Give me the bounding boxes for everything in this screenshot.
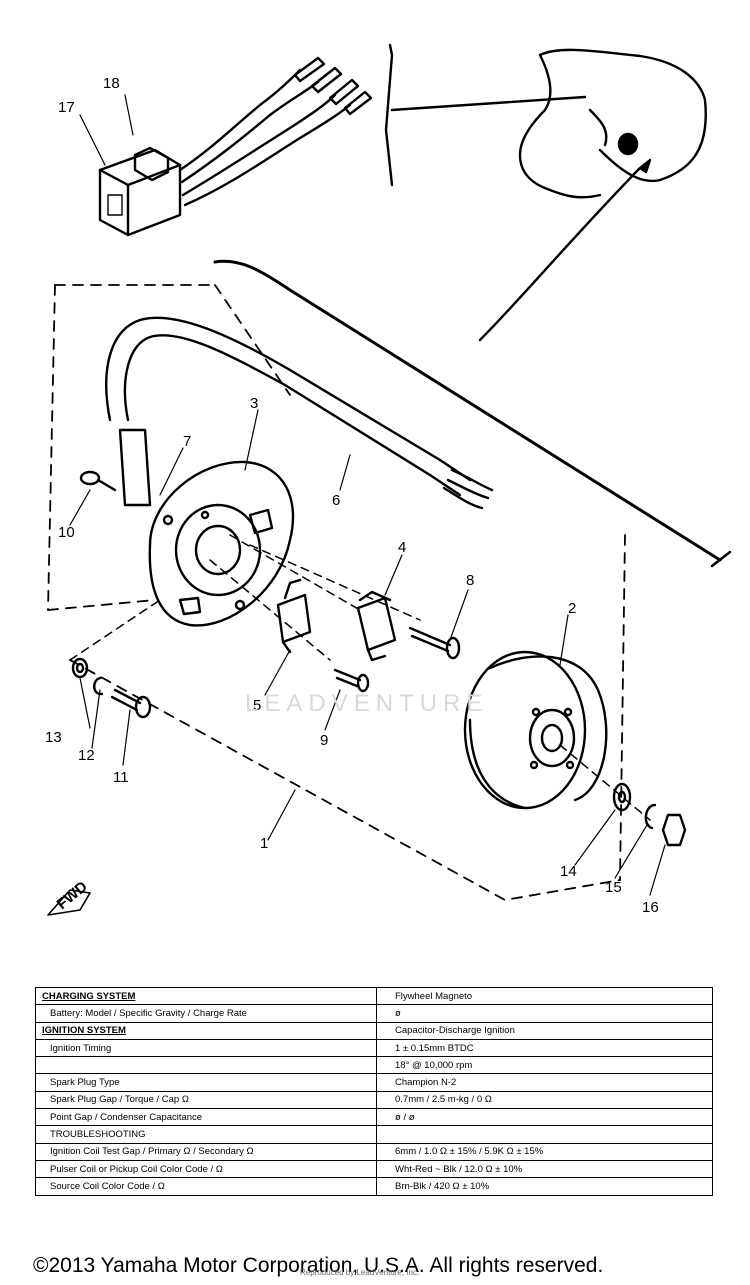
spec-label: Pulser Coil or Pickup Coil Color Code / … — [35, 1159, 377, 1179]
callout-2: 2 — [568, 600, 576, 617]
lock-washer-12 — [93, 676, 104, 696]
callout-10: 10 — [58, 524, 75, 541]
spec-label: Battery: Model / Specific Gravity / Char… — [35, 1004, 377, 1023]
fwd-label: FWD — [54, 878, 91, 913]
screw-11 — [110, 688, 152, 719]
callout-7: 7 — [183, 433, 191, 450]
spec-label — [35, 1056, 377, 1075]
spec-value: 18° @ 10,000 rpm — [376, 1056, 713, 1075]
stator-plate — [148, 460, 295, 627]
callout-5: 5 — [253, 697, 261, 714]
spec-label: IGNITION SYSTEM — [35, 1021, 377, 1040]
callout-12: 12 — [78, 747, 95, 764]
spec-value: ø — [376, 1004, 713, 1023]
assembly-boundary — [47, 284, 626, 901]
pulser-coil — [356, 590, 397, 662]
source-coil — [276, 578, 312, 654]
washer-14 — [612, 782, 632, 812]
callout-17: 17 — [58, 99, 75, 116]
lead-wire-tube — [105, 316, 494, 510]
spec-label: Ignition Timing — [35, 1038, 377, 1058]
spec-label: Point Gap / Condenser Capacitance — [35, 1108, 377, 1127]
screw-9 — [333, 668, 370, 693]
ignition-coil-connector — [98, 56, 373, 237]
spec-label: Spark Plug Type — [35, 1073, 377, 1092]
watermark: LEADVENTURE — [245, 690, 489, 717]
washer-13 — [71, 657, 89, 679]
exploded-parts-diagram: 1 2 3 4 5 6 7 8 9 10 11 12 13 14 15 16 1… — [45, 43, 732, 916]
spec-label: Ignition Coil Test Gap / Primary Ω / Sec… — [35, 1142, 377, 1161]
spec-value: Brn-Blk / 420 Ω ± 10% — [376, 1177, 713, 1196]
callout-6: 6 — [332, 492, 340, 509]
spec-row: Battery: Model / Specific Gravity / Char… — [35, 1004, 713, 1023]
callout-16: 16 — [642, 899, 659, 916]
reproduction-credit: Reproduced by LeadVenture, Inc. — [300, 1268, 420, 1277]
nut-16 — [661, 813, 687, 847]
callout-15: 15 — [605, 879, 622, 896]
spec-value: Capacitor-Discharge Ignition — [376, 1021, 713, 1040]
screw-8 — [408, 626, 461, 660]
callout-13: 13 — [45, 729, 62, 746]
spec-row: TROUBLESHOOTING — [35, 1125, 713, 1144]
spec-value: Flywheel Magneto — [376, 986, 713, 1006]
spec-value: Champion N-2 — [376, 1073, 713, 1092]
spec-value: Wht-Red ~ Blk / 12.0 Ω ± 10% — [376, 1159, 713, 1179]
callout-18: 18 — [103, 75, 120, 92]
copyright-notice: ©2013 Yamaha Motor Corporation, U.S.A. A… — [33, 1254, 604, 1277]
spec-row: 18° @ 10,000 rpm — [35, 1056, 713, 1075]
callout-8: 8 — [466, 572, 474, 589]
frame-line — [213, 259, 722, 562]
spec-label: Spark Plug Gap / Torque / Cap Ω — [35, 1090, 377, 1110]
spec-value: ø / ø — [376, 1108, 713, 1127]
spec-row: Ignition Coil Test Gap / Primary Ω / Sec… — [35, 1142, 713, 1161]
callout-3: 3 — [250, 395, 258, 412]
callout-4: 4 — [398, 539, 406, 556]
callout-11: 11 — [113, 769, 129, 786]
fwd-arrow-icon — [47, 889, 91, 916]
spec-row: Pulser Coil or Pickup Coil Color Code / … — [35, 1159, 713, 1179]
spec-value — [376, 1125, 713, 1144]
motorcycle-location-inset — [384, 43, 707, 342]
spec-value: 1 ± 0.15mm BTDC — [376, 1038, 713, 1058]
flywheel-rotor — [463, 650, 608, 810]
spec-value: 0.7mm / 2.5 m-kg / 0 Ω — [376, 1090, 713, 1110]
spec-label: Source Coil Color Code / Ω — [35, 1177, 377, 1196]
spec-value: 6mm / 1.0 Ω ± 15% / 5.9K Ω ± 15% — [376, 1142, 713, 1161]
callout-14: 14 — [560, 863, 577, 880]
callout-1: 1 — [260, 835, 268, 852]
callout-9: 9 — [320, 732, 328, 749]
spec-label: CHARGING SYSTEM — [35, 986, 377, 1006]
spec-label: TROUBLESHOOTING — [35, 1125, 377, 1144]
lock-washer-15 — [644, 803, 657, 830]
screw-10 — [79, 470, 117, 492]
